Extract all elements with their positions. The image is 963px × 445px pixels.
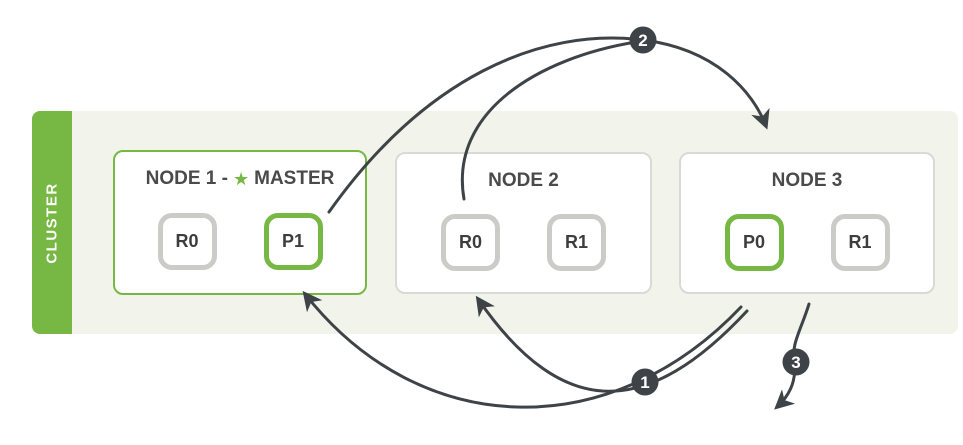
node-2-box: NODE 2 R0 R1 [395, 152, 652, 294]
badge-2-circle [629, 26, 657, 54]
node-3-box: NODE 3 P0 R1 [679, 152, 935, 294]
badge-3-circle [782, 348, 810, 376]
node-2-title: NODE 2 [397, 169, 650, 193]
node-1-box: NODE 1 - ★ MASTER R0 P1 [113, 150, 367, 295]
badge-3-number: 3 [791, 353, 800, 372]
cluster-label: CLUSTER [43, 181, 61, 264]
node-3-title-text: NODE 3 [771, 170, 843, 191]
master-star-icon: ★ [232, 169, 250, 189]
node-2-title-text: NODE 2 [488, 170, 559, 191]
node-2-shards: R0 R1 [397, 214, 650, 271]
shard-r1-node-2: R1 [547, 214, 606, 271]
node-1-title-suffix: MASTER [254, 168, 335, 189]
node-3-title: NODE 3 [681, 169, 933, 193]
badge-1: 1 [631, 368, 659, 396]
badge-1-number: 1 [640, 373, 649, 392]
node-3-shards: P0 R1 [681, 214, 933, 271]
node-1-title-prefix: NODE 1 - [145, 168, 228, 189]
node-1-title: NODE 1 - ★ MASTER [115, 167, 365, 191]
shard-p0-node-3: P0 [724, 214, 784, 271]
badge-2-number: 2 [638, 31, 647, 50]
shard-r1-node-3: R1 [830, 214, 890, 271]
node-1-shards: R0 P1 [115, 213, 365, 270]
badge-2: 2 [629, 26, 657, 54]
shard-r0-node-2: R0 [441, 214, 500, 271]
badge-3: 3 [782, 348, 810, 376]
badge-1-circle [631, 368, 659, 396]
cluster-tab: CLUSTER [32, 111, 72, 334]
shard-r0-node-1: R0 [157, 213, 217, 270]
shard-p1-node-1: P1 [263, 213, 323, 270]
